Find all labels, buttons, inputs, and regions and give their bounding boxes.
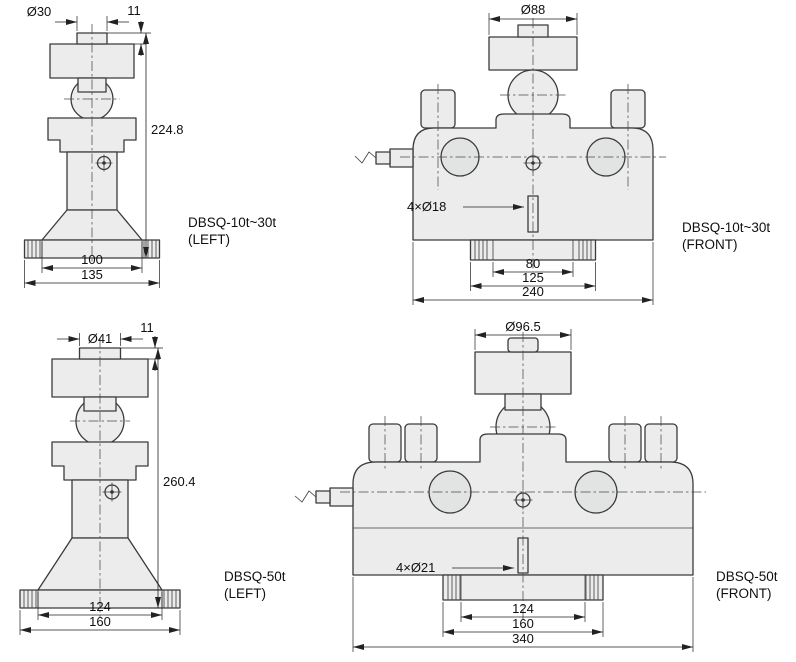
cable-connector — [354, 148, 414, 168]
extension-lines — [352, 577, 694, 652]
view-subtitle: (LEFT) — [188, 232, 230, 247]
view-title: DBSQ-50t — [224, 569, 286, 584]
connector-body — [389, 148, 414, 168]
dim-label-holes: 4×Ø21 — [396, 560, 435, 575]
view-10-30t-front: Ø88 4×Ø18 80 125 240 DBSQ-10t~30t (FRONT… — [354, 2, 770, 305]
view-title: DBSQ-10t~30t — [188, 215, 276, 230]
dim-label-top-diameter: Ø88 — [521, 2, 546, 17]
view-title: DBSQ-10t~30t — [682, 220, 770, 235]
base-plate-serrations — [474, 240, 592, 260]
ball-cup — [51, 441, 149, 481]
connector-body — [329, 487, 354, 507]
dimensions-50t-front: Ø96.5 4×Ø21 124 160 340 — [352, 319, 694, 652]
view-subtitle: (FRONT) — [682, 237, 737, 252]
extension-lines — [120, 347, 163, 360]
dim-label-top-diameter: Ø30 — [27, 4, 52, 19]
dimensions-50t-left: Ø41 11 260.4 124 160 — [19, 320, 196, 635]
dim-label-base-outer: 135 — [81, 267, 103, 282]
dimensions-10-30t-left: Ø30 11 224.8 100 135 — [24, 3, 184, 288]
connector-gland — [375, 151, 391, 165]
post-centerlines — [384, 416, 662, 470]
dim-label-base-outer: 160 — [89, 614, 111, 629]
view-subtitle: (FRONT) — [716, 586, 771, 601]
cable-connector — [294, 487, 354, 507]
dim-label-total-height: 260.4 — [163, 474, 196, 489]
dim-label-width-mid: 160 — [512, 616, 534, 631]
mounting-hole-slot — [527, 195, 539, 233]
base-plate-serrations — [447, 575, 599, 600]
extension-lines — [107, 32, 151, 45]
cable-wire — [294, 490, 317, 503]
dim-label-button-height: 11 — [140, 320, 154, 335]
dim-label-base-inner: 124 — [89, 599, 111, 614]
view-50t-left: Ø41 11 260.4 124 160 DBSQ-50t (LEFT) — [19, 320, 286, 635]
dim-label-holes: 4×Ø18 — [407, 199, 446, 214]
dim-label-button-height: 11 — [127, 3, 141, 18]
connector-gland — [315, 490, 331, 504]
dim-label-width-outer: 340 — [512, 631, 534, 646]
dim-label-total-height: 224.8 — [151, 122, 184, 137]
view-subtitle: (LEFT) — [224, 586, 266, 601]
dim-label-top-diameter: Ø41 — [88, 331, 113, 346]
dim-label-width-inner: 124 — [512, 601, 534, 616]
dimensions-10-30t-front: Ø88 4×Ø18 80 125 240 — [407, 2, 654, 305]
plug-center-dot — [102, 161, 106, 165]
dim-label-width-mid: 125 — [522, 270, 544, 285]
post-centerlines — [437, 84, 629, 190]
sealing-plug — [95, 154, 113, 172]
extension-lines — [412, 242, 654, 305]
dim-label-width-outer: 240 — [522, 284, 544, 299]
dim-label-top-diameter: Ø96.5 — [505, 319, 540, 334]
view-50t-front: Ø96.5 4×Ø21 124 160 340 DBSQ-50t (FRONT) — [294, 319, 778, 652]
dim-label-base-inner: 100 — [81, 252, 103, 267]
sealing-plug — [102, 482, 122, 502]
view-title: DBSQ-50t — [716, 569, 778, 584]
cable-wire — [354, 151, 377, 164]
dim-label-width-inner: 80 — [526, 256, 540, 271]
view-10-30t-left: Ø30 11 224.8 100 135 DBSQ-10t~30t (LEFT) — [23, 3, 276, 288]
plug-center-dot — [110, 490, 114, 494]
